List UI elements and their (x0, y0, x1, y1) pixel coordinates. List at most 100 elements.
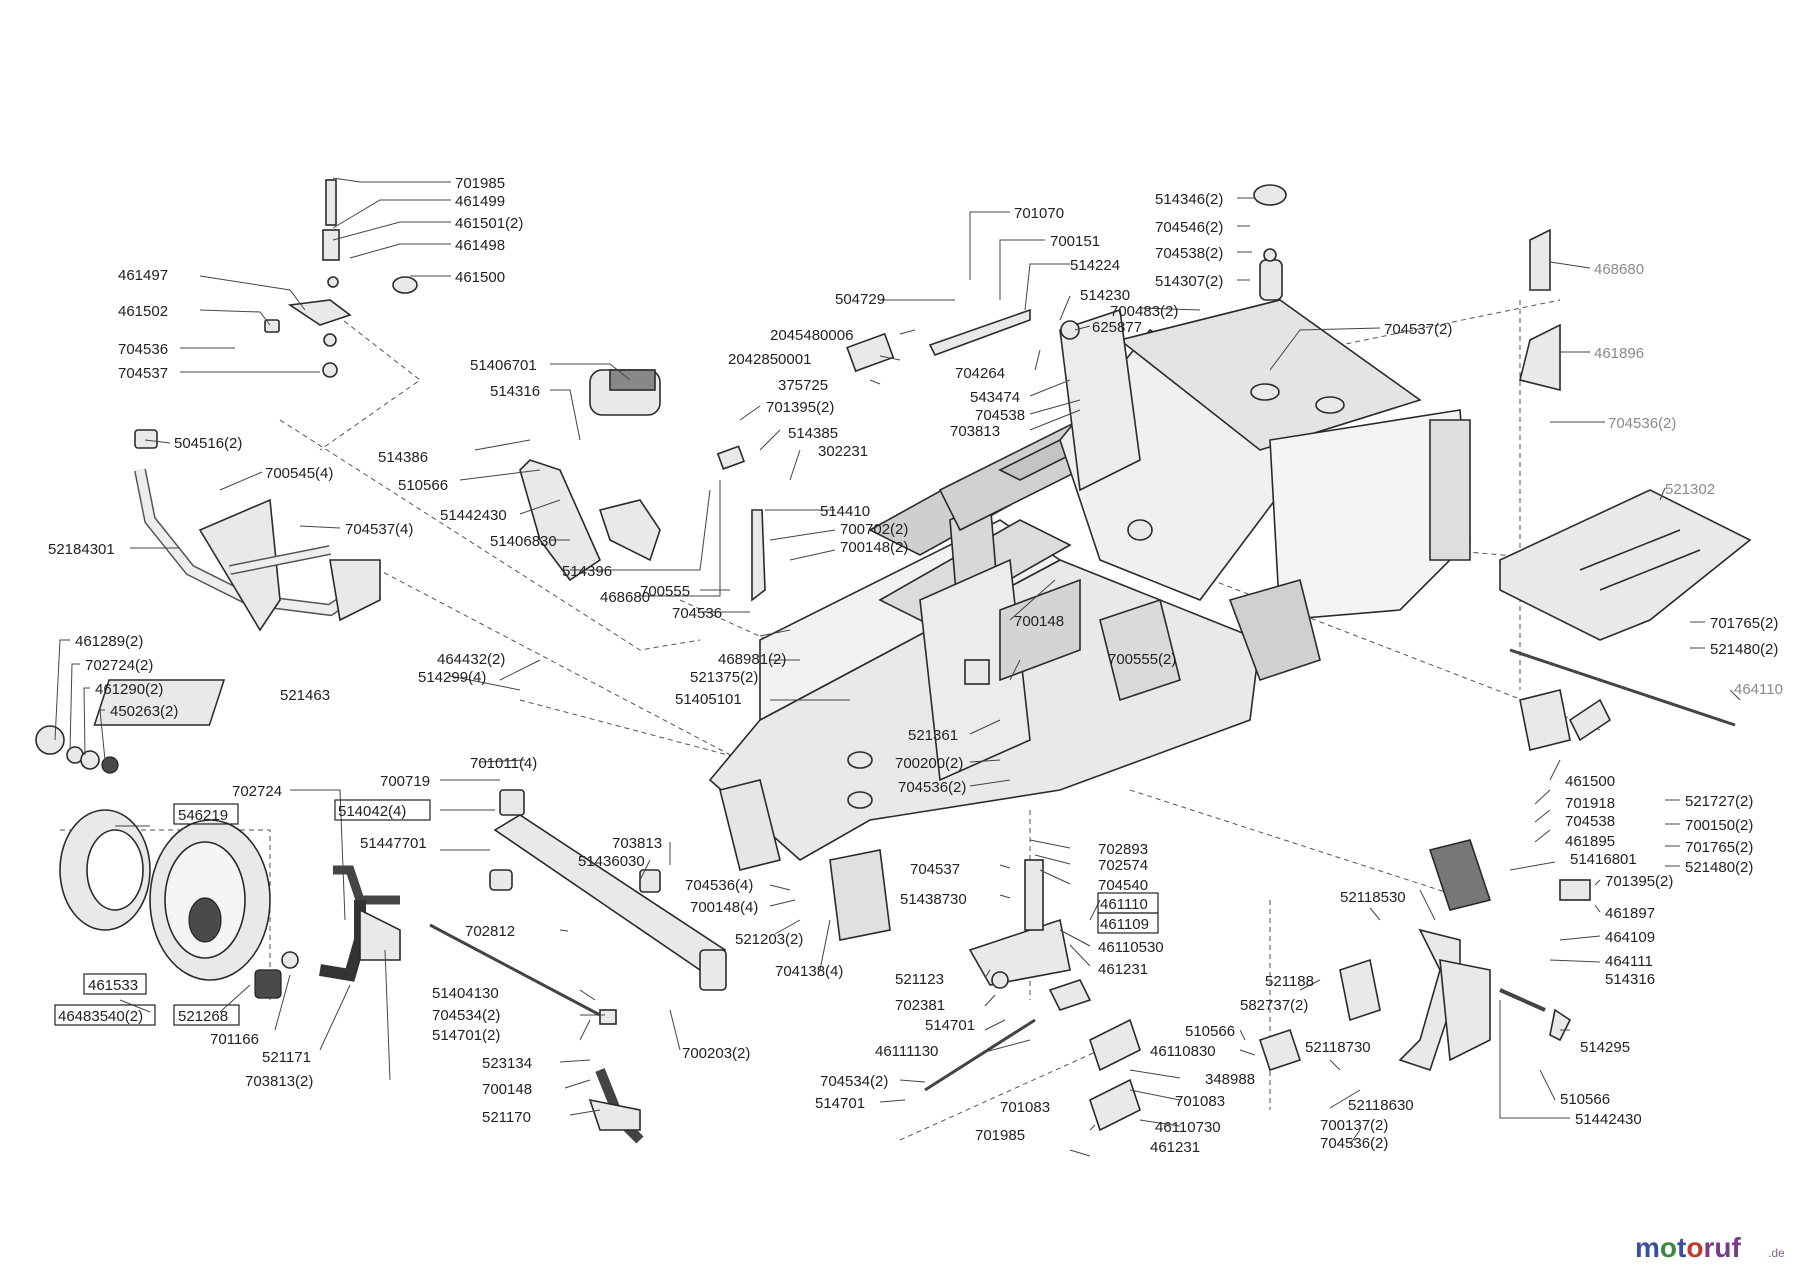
label-700555: 700555 (640, 583, 690, 600)
label-461897: 461897 (1605, 905, 1655, 922)
label-521268: 521268 (178, 1008, 228, 1025)
label-701765-b: 701765(2) (1685, 839, 1753, 856)
label-461533: 461533 (88, 977, 138, 994)
label-701918: 701918 (1565, 795, 1615, 812)
label-52118530: 52118530 (1340, 889, 1406, 906)
label-51404130: 51404130 (432, 985, 499, 1002)
label-704536-2: 704536(2) (1608, 415, 1676, 432)
label-52184301: 52184301 (48, 541, 115, 558)
label-700702: 700702(2) (840, 521, 908, 538)
label-704538-c: 704538 (1565, 813, 1615, 830)
label-700148: 700148 (482, 1081, 532, 1098)
label-461498: 461498 (455, 237, 505, 254)
label-510566-c: 510566 (1560, 1091, 1610, 1108)
label-514410: 514410 (820, 503, 870, 520)
label-464110: 464110 (1734, 681, 1783, 698)
label-461502: 461502 (118, 303, 168, 320)
label-700137: 700137(2) (1320, 1117, 1388, 1134)
label-700148-c: 700148 (1014, 613, 1064, 630)
right-side-plate (1398, 489, 1752, 1072)
label-701985: 701985 (455, 175, 505, 192)
label-702574: 702574 (1098, 857, 1148, 874)
label-468981: 468981(2) (718, 651, 786, 668)
label-514316-b: 514316 (1605, 971, 1655, 988)
label-700555-2: 700555(2) (1108, 651, 1176, 668)
label-51406830: 51406830 (490, 533, 557, 550)
label-546219: 546219 (178, 807, 228, 824)
label-582737: 582737(2) (1240, 997, 1308, 1014)
label-boxes (54, 799, 1159, 1026)
label-521361: 521361 (908, 727, 958, 744)
label-52118730: 52118730 (1305, 1039, 1371, 1056)
label-521171: 521171 (262, 1049, 311, 1066)
label-51447701: 51447701 (360, 835, 427, 852)
label-700150: 700150(2) (1685, 817, 1753, 834)
label-468680: 468680 (600, 589, 650, 606)
label-704546: 704546(2) (1155, 219, 1223, 236)
label-51442430-b: 51442430 (1575, 1111, 1642, 1128)
label-701765: 701765(2) (1710, 615, 1778, 632)
label-46111130: 46111130 (875, 1043, 938, 1060)
label-461499: 461499 (455, 193, 505, 210)
label-704537: 704537 (118, 365, 168, 382)
steering-sector (924, 859, 1381, 1132)
label-521375: 521375(2) (690, 669, 758, 686)
label-51416801: 51416801 (1570, 851, 1637, 868)
label-514299: 514299(4) (418, 669, 486, 686)
label-700148-2: 700148(2) (840, 539, 908, 556)
label-704264: 704264 (955, 365, 1005, 382)
label-702893: 702893 (1098, 841, 1148, 858)
label-461497: 461497 (118, 267, 168, 284)
label-521170: 521170 (482, 1109, 531, 1126)
label-704536-f: 704536(2) (1320, 1135, 1388, 1152)
label-704536: 704536 (118, 341, 168, 358)
label-704534-b: 704534(2) (820, 1073, 888, 1090)
label-700545: 700545(4) (265, 465, 333, 482)
label-514701-c: 514701 (815, 1095, 865, 1112)
label-701083: 701083 (1000, 1099, 1050, 1116)
label-464109: 464109 (1605, 929, 1655, 946)
label-468680-b: 468680 (1594, 261, 1644, 278)
chassis-frame (708, 299, 1471, 941)
label-701166: 701166 (210, 1031, 259, 1048)
label-704536: 704536 (672, 605, 722, 622)
hardware-parts (264, 179, 418, 378)
label-704537-4: 704537(4) (345, 521, 413, 538)
label-514224: 514224 (1070, 257, 1120, 274)
label-521480-b: 521480(2) (1685, 859, 1753, 876)
label-514385: 514385 (788, 425, 838, 442)
label-521203: 521203(2) (735, 931, 803, 948)
label-46110830: 46110830 (1150, 1043, 1216, 1060)
label-461896: 461896 (1594, 345, 1644, 362)
label-521480: 521480(2) (1710, 641, 1778, 658)
leader-lines (54, 177, 1741, 1157)
label-704534: 704534(2) (432, 1007, 500, 1024)
label-704537-d: 704537 (910, 861, 960, 878)
label-703813: 703813 (612, 835, 662, 852)
label-51436030: 51436030 (578, 853, 645, 870)
label-704536-4: 704536(4) (685, 877, 753, 894)
label-700203: 700203(2) (682, 1045, 750, 1062)
label-702724: 702724 (232, 783, 282, 800)
label-514295: 514295 (1580, 1039, 1630, 1056)
label-46110530: 46110530 (1098, 939, 1164, 956)
label-464432: 464432(2) (437, 651, 505, 668)
label-514701: 514701 (925, 1017, 975, 1034)
logo-suffix: .de (1768, 1246, 1785, 1260)
label-521188: 521188 (1265, 973, 1314, 990)
label-51438730: 51438730 (900, 891, 967, 908)
label-514396: 514396 (562, 563, 612, 580)
label-375725: 375725 (778, 377, 828, 394)
label-700148-4: 700148(4) (690, 899, 758, 916)
label-701070: 701070 (1014, 205, 1064, 222)
label-51405101: 51405101 (675, 691, 742, 708)
label-702812: 702812 (465, 923, 515, 940)
label-700483: 700483(2) (1110, 303, 1178, 320)
label-700151: 700151 (1050, 233, 1100, 250)
part-number-labels: 701985 461499 461501(2) 461498 461500 46… (48, 175, 1783, 1156)
label-704538: 704538 (975, 407, 1025, 424)
label-514701-2: 514701(2) (432, 1027, 500, 1044)
label-464111: 464111 (1605, 953, 1653, 970)
